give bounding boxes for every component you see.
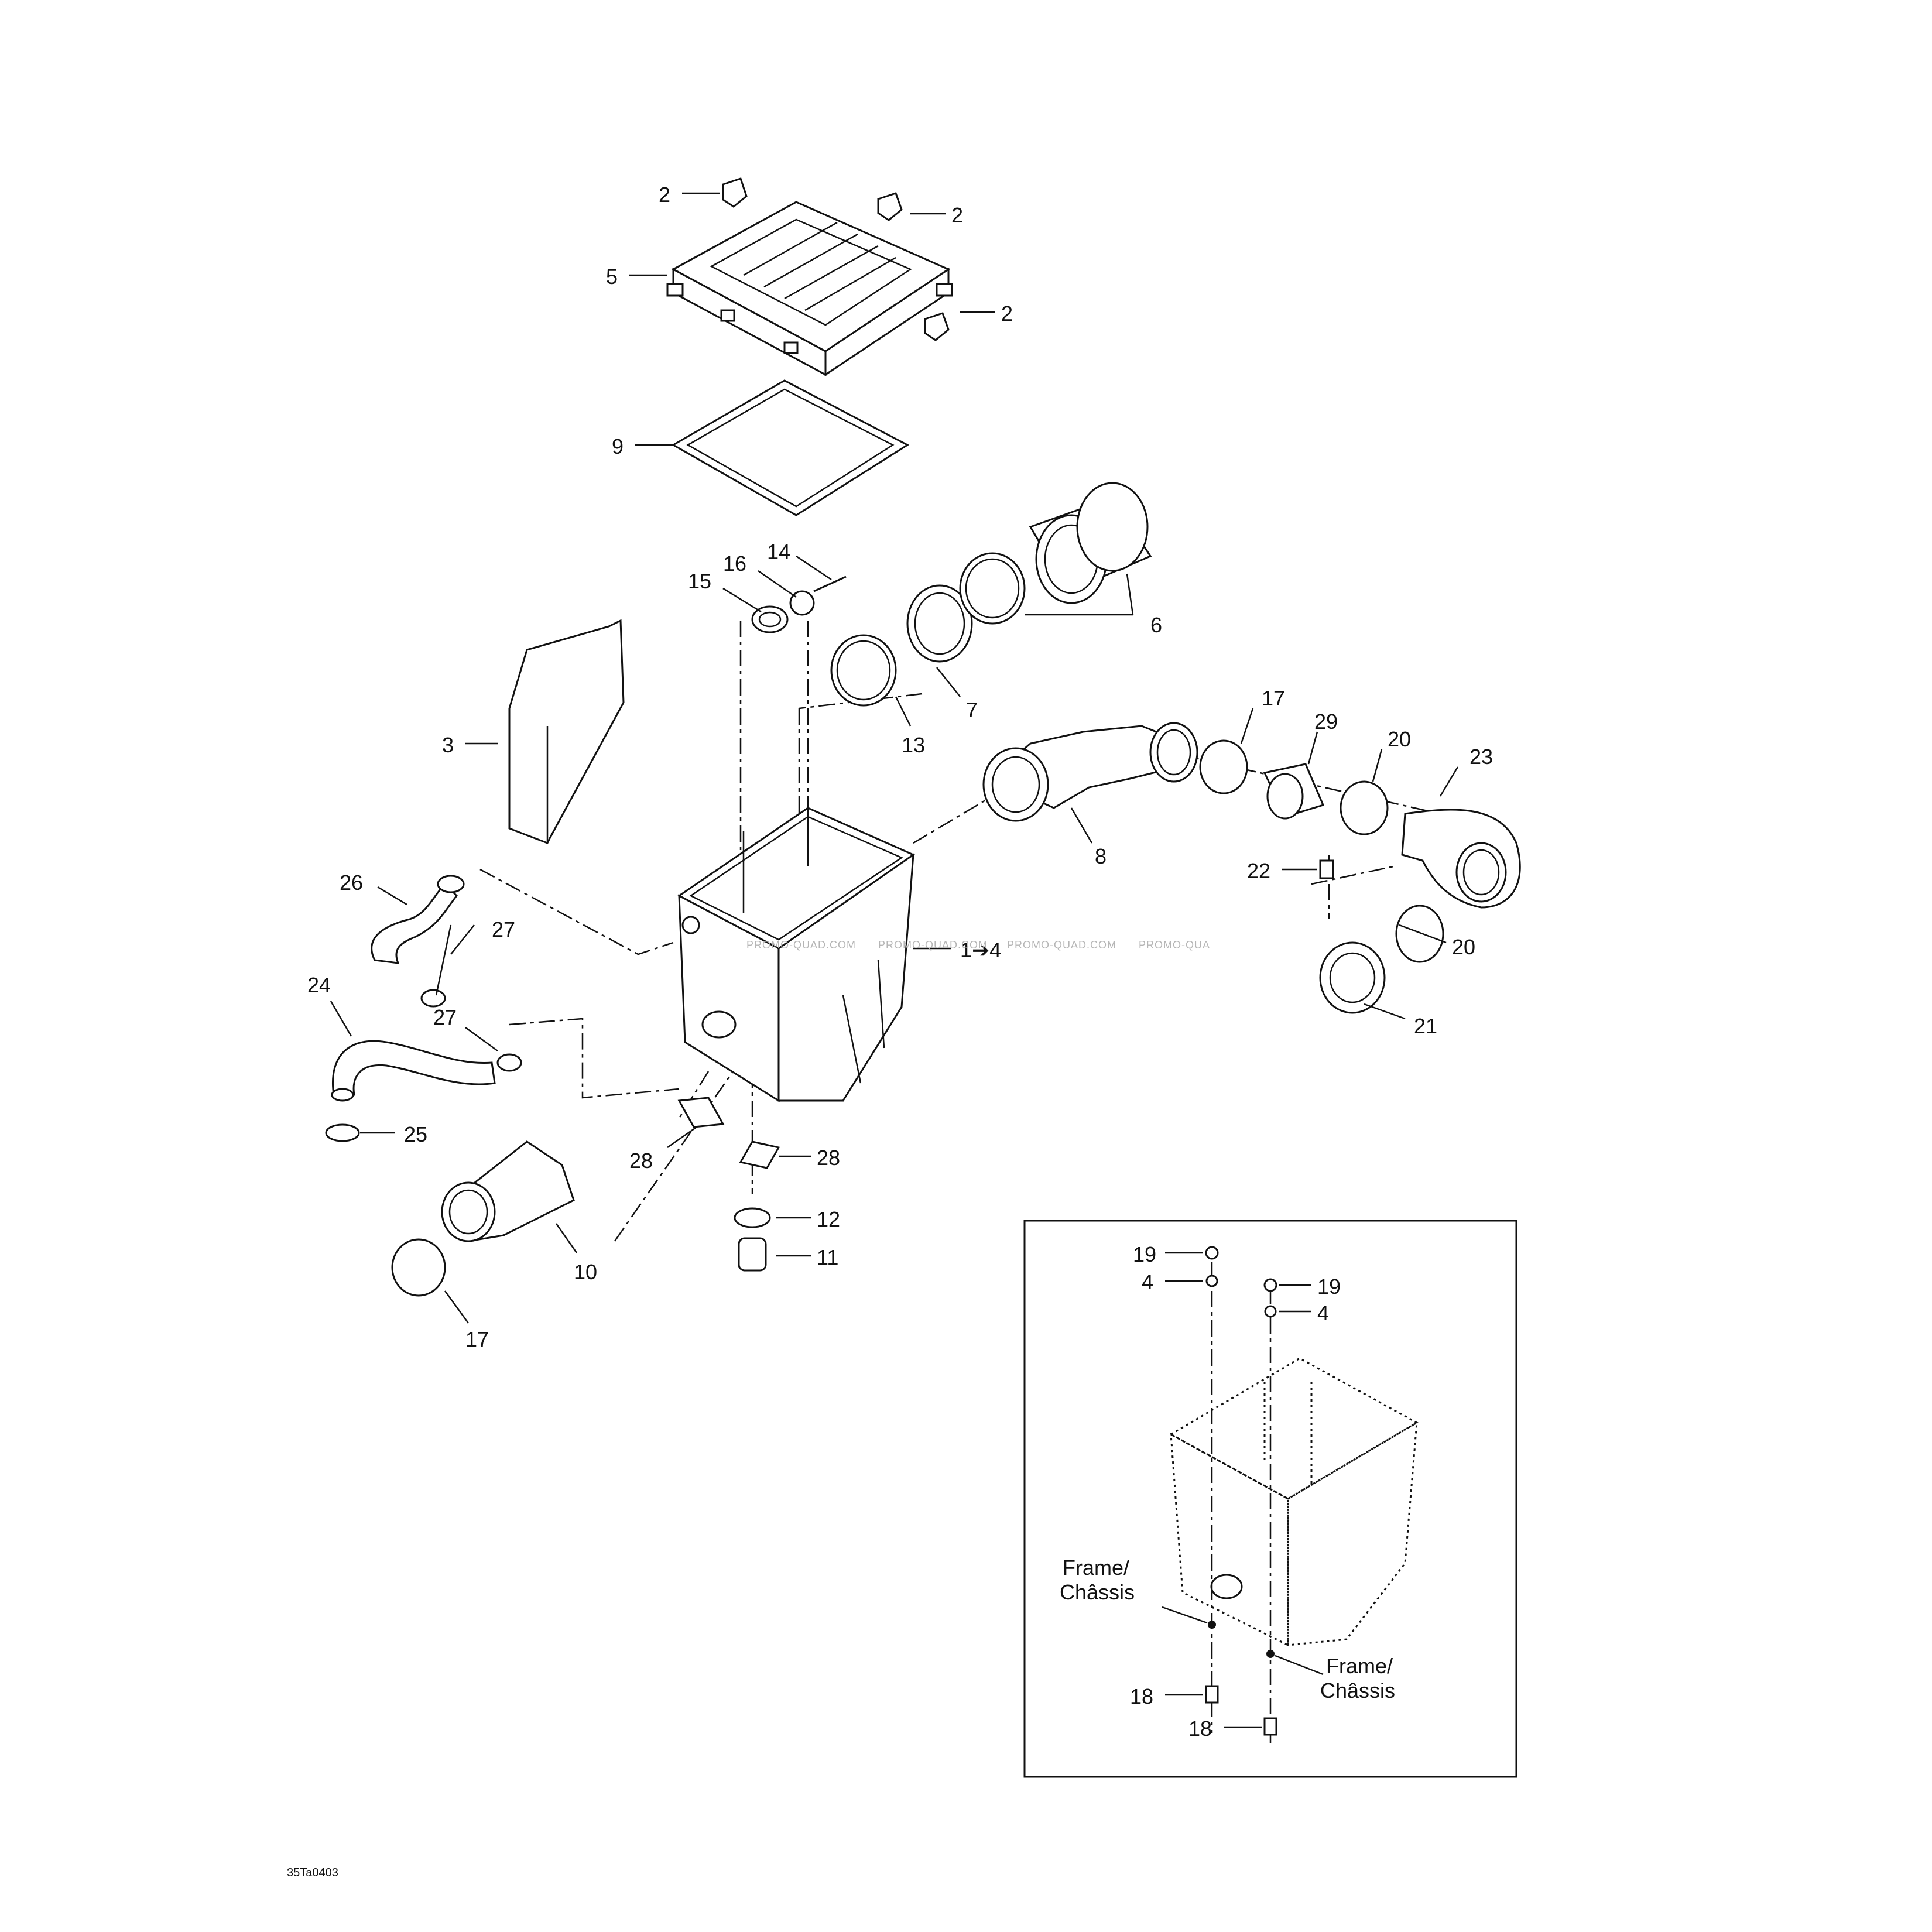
inset-frame-label-1-line-2: Châssis [1060,1580,1135,1604]
callout-13: 13 [902,733,925,757]
inset-frame-mounting: 19 4 19 4 Frame/ Châssis Frame/ Châssis … [1023,1220,1517,1778]
callout-11: 11 [817,1245,838,1269]
airbox-base [677,807,916,1102]
callout-15: 15 [688,569,711,593]
callout-20b: 20 [1452,935,1475,959]
upper-breather-hose [371,875,465,1008]
lower-drain-hose [325,1040,522,1142]
inset-callout-18a: 18 [1130,1684,1153,1708]
intake-assembly [830,482,1152,707]
inset-callout-4a: 4 [1142,1270,1153,1294]
inset-frame-label-1-line-1: Frame/ [1063,1556,1129,1580]
callout-21: 21 [1414,1014,1437,1038]
callout-24: 24 [307,973,331,997]
callout-6: 6 [1150,613,1162,637]
exhaust-side-parts [1199,739,1521,1014]
watermark-text-2: PROMO-QUAD.COM [878,939,988,951]
callout-28a: 28 [629,1149,653,1173]
callout-2b: 2 [951,203,963,227]
callout-14: 14 [767,540,790,564]
inset-callout-19a: 19 [1133,1242,1156,1266]
inset-callout-19b: 19 [1317,1275,1341,1299]
callout-29: 29 [1314,710,1338,734]
drain-plug [734,1207,771,1272]
callout-9: 9 [612,434,624,458]
callout-17a: 17 [1262,686,1285,710]
inset-frame-label-2-line-1: Frame/ [1326,1654,1393,1678]
callout-20a: 20 [1388,727,1411,751]
callout-25: 25 [404,1122,427,1146]
diagram-code: 35Ta0403 [287,1866,338,1879]
callout-2c: 2 [1001,302,1013,326]
inset-frame-label-2-line-2: Châssis [1320,1678,1395,1703]
watermark-text-3: PROMO-QUAD.COM [1007,939,1116,951]
heat-shield [508,619,625,844]
watermark: PROMO-QUAD.COM PROMO-QUAD.COM PROMO-QUAD… [746,939,1210,951]
callout-28b: 28 [817,1146,840,1170]
callout-labels: 2 2 2 5 9 14 16 15 6 7 13 3 17 29 20 23 … [307,183,1493,1351]
inlet-boot [391,1140,575,1297]
callout-16: 16 [723,551,746,576]
watermark-text-1: PROMO-QUAD.COM [746,939,856,951]
mounting-pads [677,1097,780,1169]
callout-23: 23 [1469,745,1493,769]
callout-leaders [330,192,1459,1324]
filter-gasket [671,379,910,516]
outlet-boot [982,722,1198,822]
callout-7: 7 [966,698,978,722]
callout-8: 8 [1095,844,1107,868]
callout-12: 12 [817,1207,840,1231]
callout-22: 22 [1247,859,1270,883]
airbox-cover [666,201,953,376]
callout-3: 3 [442,733,454,757]
callout-10: 10 [574,1260,597,1284]
clips [722,177,950,341]
callout-1-4: 1➔4 [960,938,1001,962]
small-parts-15-16-14 [751,576,847,633]
callout-27b: 27 [433,1005,457,1029]
callout-27a: 27 [492,917,515,941]
assembly-lines [479,621,1441,1242]
inset-callout-18b: 18 [1188,1717,1212,1741]
inset-callout-4b: 4 [1317,1301,1329,1325]
watermark-text-4: PROMO-QUA [1139,939,1210,951]
callout-26: 26 [340,871,363,895]
callout-17b: 17 [465,1327,489,1351]
callout-5: 5 [606,265,618,289]
callout-2a: 2 [659,183,670,207]
